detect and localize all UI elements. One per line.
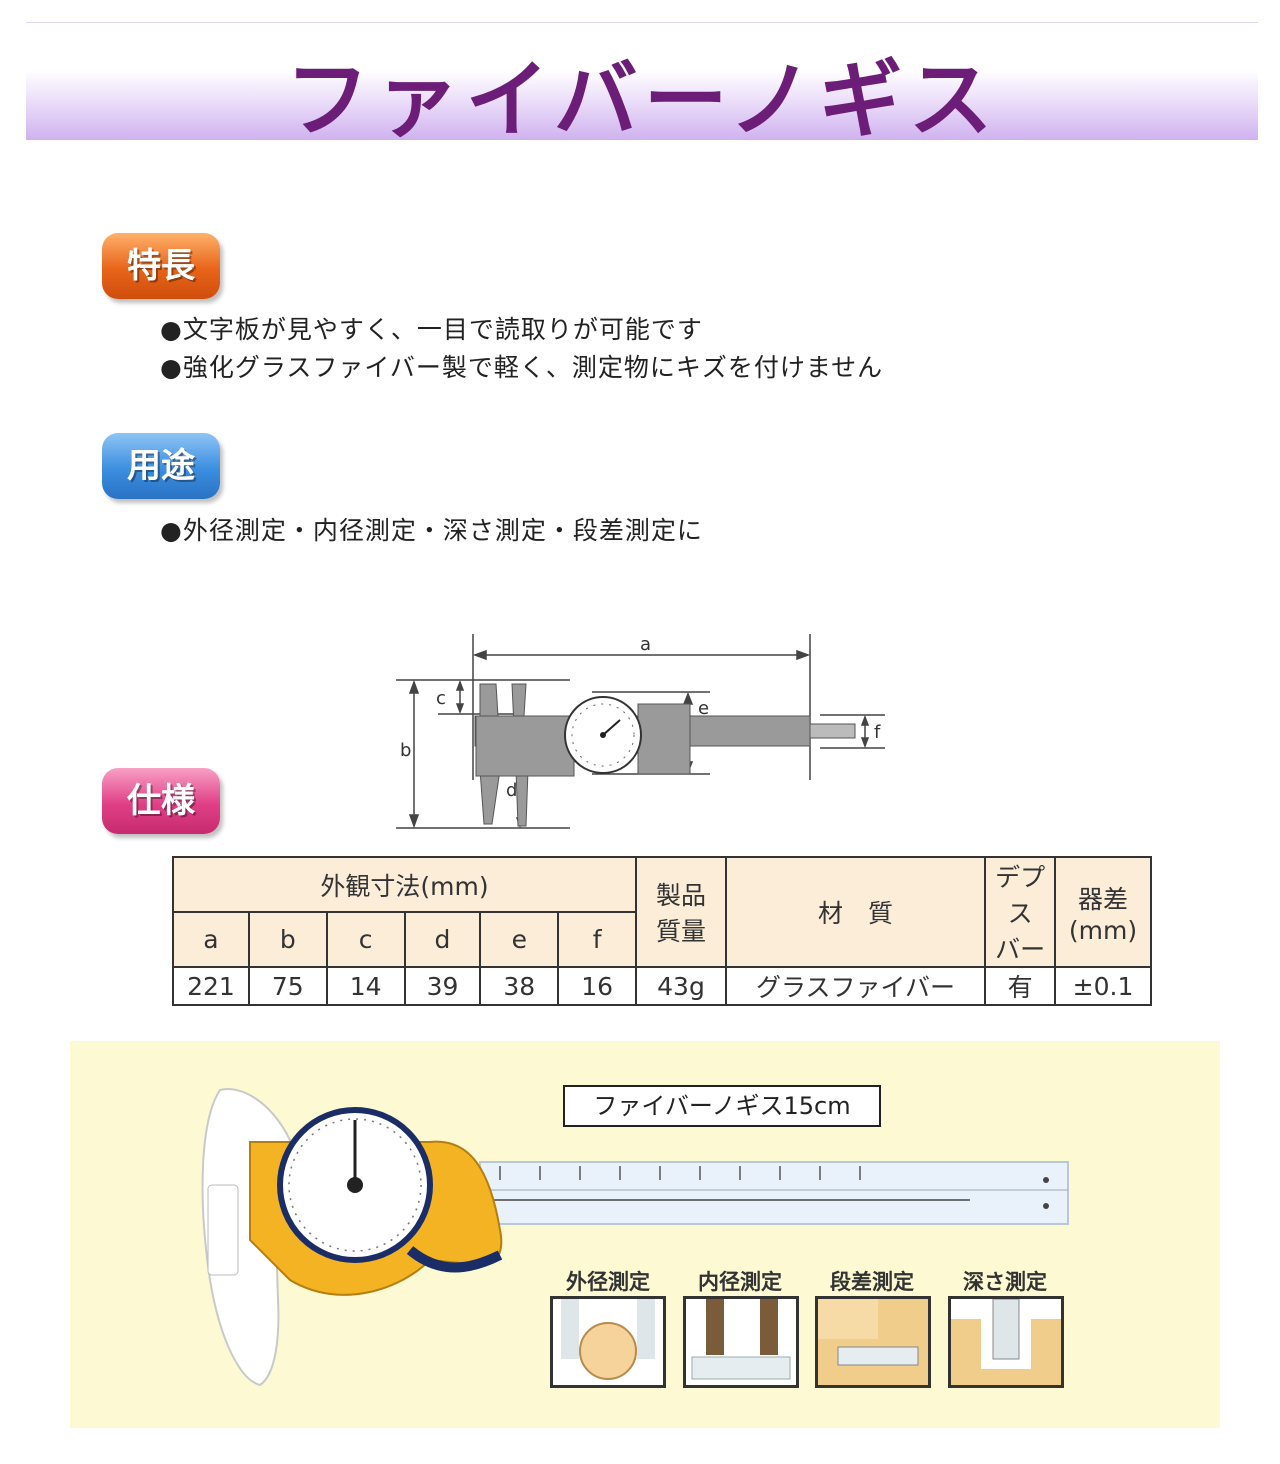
dim-col-d: d: [403, 911, 482, 968]
material-value: グラスファイバー: [724, 966, 987, 1006]
diagram-label-b: b: [400, 740, 411, 761]
mass-value: 43g: [635, 966, 727, 1006]
depth-bar-header-line: デプス: [995, 863, 1046, 928]
use-item: 外径測定・内径測定・深さ測定・段差測定に: [160, 512, 703, 550]
dim-col-e: e: [479, 911, 560, 968]
tolerance-header-line: 器差: [1077, 884, 1128, 914]
use-label-depth: 深さ測定: [963, 1270, 1047, 1294]
material-header: 材 質: [724, 856, 987, 968]
diagram-label-a: a: [640, 634, 651, 655]
depth-bar-header: デプス バー: [984, 856, 1056, 968]
tolerance-header-line: (mm): [1068, 915, 1138, 945]
diagram-label-c: c: [436, 688, 446, 709]
features-badge: 特長: [102, 233, 220, 299]
page-title: ファイバーノギス: [285, 51, 999, 149]
title-banner: ファイバーノギス: [26, 22, 1258, 149]
outside-measure-icon: [550, 1296, 666, 1388]
depth-measure-icon: [948, 1296, 1064, 1388]
uses-list: 外径測定・内径測定・深さ測定・段差測定に: [160, 512, 703, 550]
dim-col-c: c: [325, 911, 406, 968]
mass-header-line: 質量: [655, 917, 706, 946]
diagram-label-e: e: [698, 698, 709, 719]
feature-item: 強化グラスファイバー製で軽く、測定物にキズを付けません: [160, 349, 883, 387]
use-label-outside: 外径測定: [566, 1270, 650, 1294]
step-measure-icon: [815, 1296, 931, 1388]
use-label-inside: 内径測定: [698, 1270, 782, 1294]
inside-measure-icon: [683, 1296, 799, 1388]
spec-table: 外観寸法(mm) 製品 質量 材 質 デプス バー 器差 (mm) a b c …: [171, 856, 1152, 1006]
dim-value-b: 75: [247, 966, 328, 1006]
dim-col-f: f: [557, 911, 638, 968]
diagram-label-f: f: [874, 722, 881, 743]
caliper-illustration: [201, 1088, 1069, 1387]
use-label-step: 段差測定: [830, 1270, 914, 1294]
mass-header-line: 製品: [655, 881, 706, 910]
dim-value-d: 39: [403, 966, 482, 1006]
product-caption: ファイバーノギス15cm: [563, 1085, 881, 1127]
dim-value-f: 16: [557, 966, 638, 1006]
features-list: 文字板が見やすく、一目で読取りが可能です 強化グラスファイバー製で軽く、測定物に…: [160, 311, 883, 387]
dim-col-b: b: [247, 911, 328, 968]
tolerance-value: ±0.1: [1054, 966, 1152, 1006]
dim-value-e: 38: [479, 966, 560, 1006]
dims-header: 外観寸法(mm): [171, 856, 638, 913]
feature-item: 文字板が見やすく、一目で読取りが可能です: [160, 311, 883, 349]
mass-header: 製品 質量: [635, 856, 727, 968]
depth-bar-value: 有: [984, 966, 1056, 1006]
dimension-diagram: a b c d e f: [396, 634, 885, 829]
tolerance-header: 器差 (mm): [1054, 856, 1152, 968]
dim-value-a: 221: [172, 966, 250, 1006]
depth-bar-header-line: バー: [995, 935, 1046, 964]
diagram-label-d: d: [506, 780, 517, 801]
uses-badge: 用途: [102, 433, 220, 499]
spec-badge: 仕様: [102, 768, 220, 834]
dim-value-c: 14: [325, 966, 406, 1006]
dim-col-a: a: [172, 911, 250, 968]
